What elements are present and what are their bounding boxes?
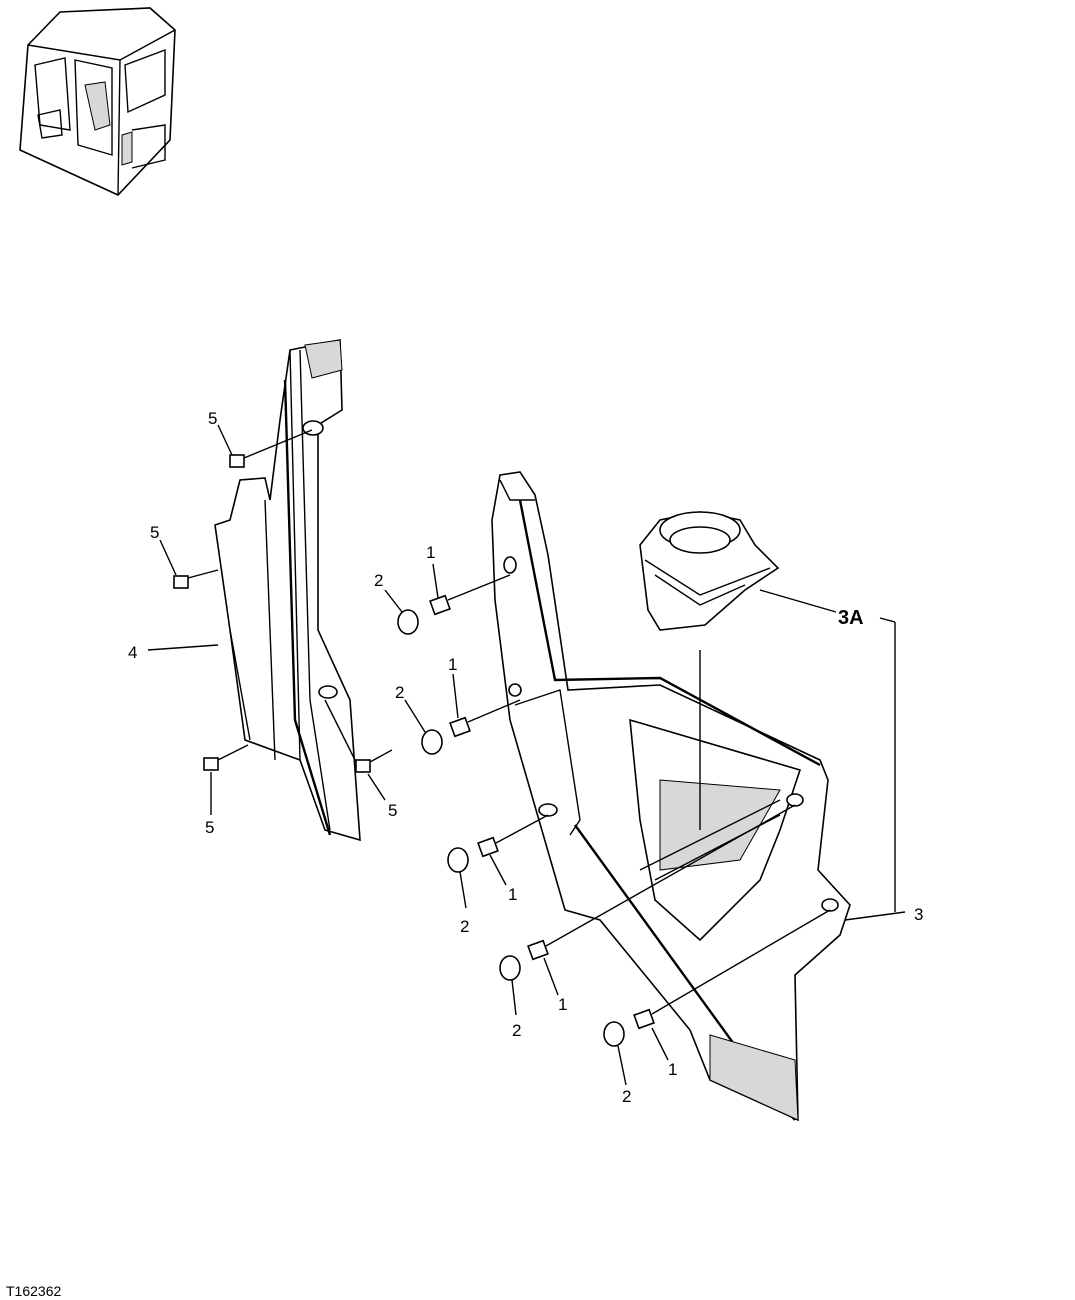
callout-2: 2 <box>512 1021 521 1040</box>
callout-3: 3 <box>914 905 923 924</box>
callout-1: 1 <box>508 885 517 904</box>
cab-locator-thumbnail <box>19 7 176 196</box>
pillar-trim-part-4 <box>214 339 361 842</box>
bolt-part-1-e <box>633 909 831 1030</box>
callout-4: 4 <box>128 643 137 662</box>
cap-part-2-d <box>499 955 521 981</box>
callout-1: 1 <box>668 1060 677 1079</box>
cap-part-2-c <box>447 847 469 873</box>
screw-part-5-d <box>324 699 393 773</box>
callout-2: 2 <box>460 917 469 936</box>
callout-2: 2 <box>374 571 383 590</box>
callout-2: 2 <box>622 1087 631 1106</box>
callout-5: 5 <box>388 801 397 820</box>
bolt-part-1-c <box>477 814 549 858</box>
callout-1: 1 <box>558 995 567 1014</box>
bolt-part-1-d <box>527 804 796 961</box>
callout-5: 5 <box>150 523 159 542</box>
side-trim-panel-part-3 <box>491 471 851 1122</box>
screw-part-5-a <box>229 429 313 468</box>
bolt-part-1-b <box>449 699 521 738</box>
cap-part-2-e <box>603 1021 625 1047</box>
screw-part-5-b <box>173 569 219 589</box>
callout-3A: 3A <box>838 607 864 629</box>
callout-2: 2 <box>395 683 404 702</box>
callout-1: 1 <box>426 543 435 562</box>
cap-part-2-b <box>421 729 443 755</box>
callout-5: 5 <box>205 818 214 837</box>
bolt-part-1-a <box>429 574 511 616</box>
cap-part-2-a <box>397 609 419 635</box>
figure-reference: T162362 <box>6 1283 61 1299</box>
leader-lines <box>147 424 906 1086</box>
screw-part-5-c <box>203 744 249 771</box>
callout-5: 5 <box>208 409 217 428</box>
vent-duct-part-3A <box>639 511 780 631</box>
callout-1: 1 <box>448 655 457 674</box>
